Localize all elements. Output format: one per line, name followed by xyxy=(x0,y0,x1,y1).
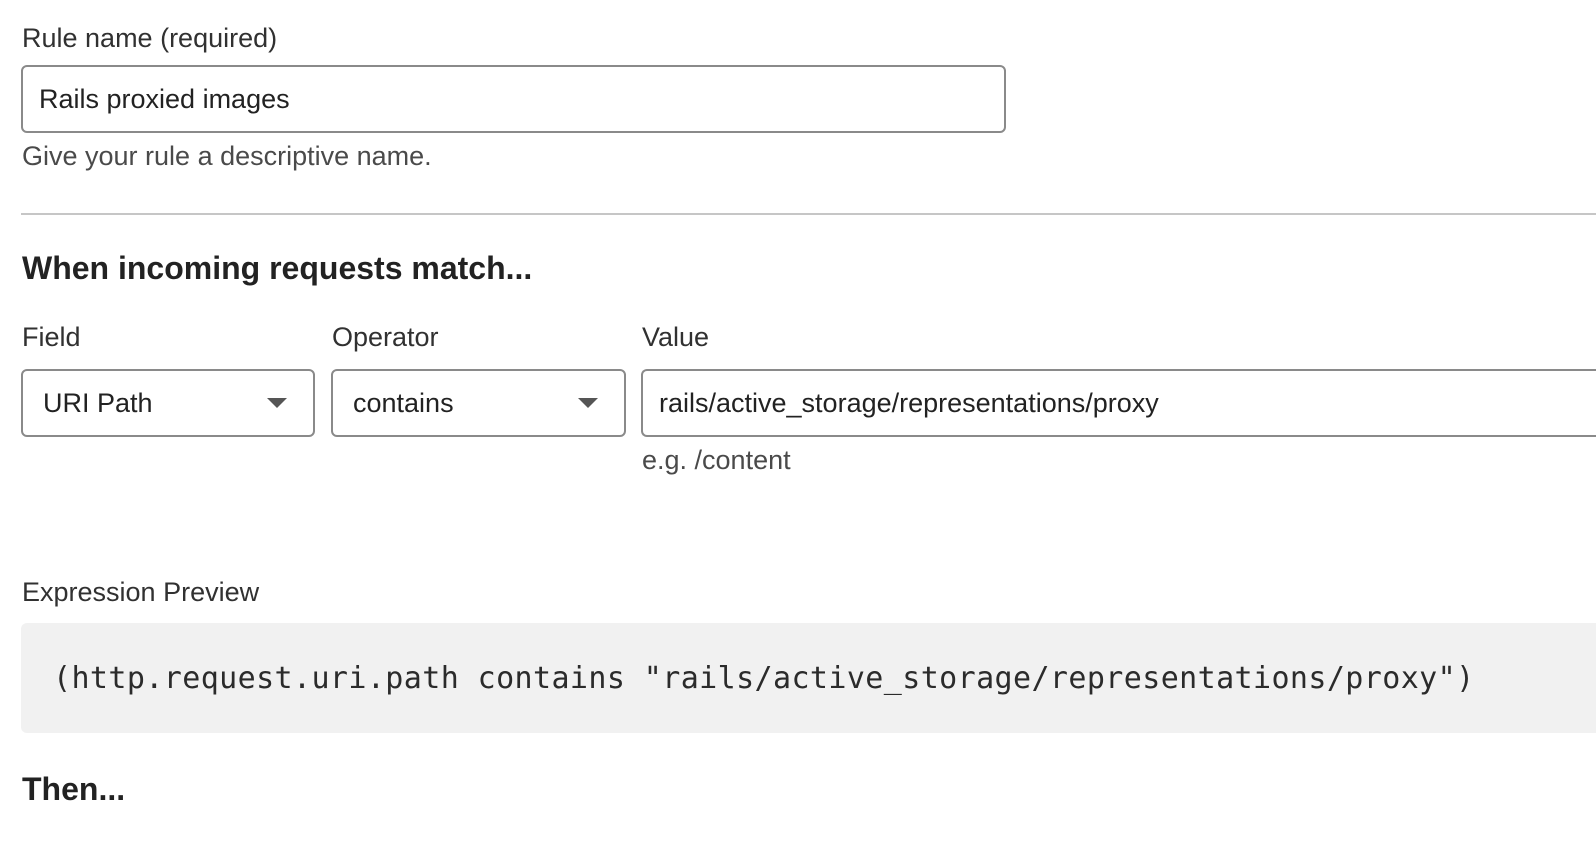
field-select[interactable]: URI Path xyxy=(21,369,315,437)
section-divider xyxy=(21,213,1596,215)
expression-preview-code: (http.request.uri.path contains "rails/a… xyxy=(53,660,1475,696)
value-label: Value xyxy=(642,322,710,352)
chevron-down-icon xyxy=(578,398,598,408)
operator-select[interactable]: contains xyxy=(331,369,626,437)
operator-select-value: contains xyxy=(353,387,454,418)
expression-preview-box: (http.request.uri.path contains "rails/a… xyxy=(21,623,1596,733)
field-label: Field xyxy=(22,322,81,352)
rule-name-input[interactable] xyxy=(21,65,1006,133)
value-help-text: e.g. /content xyxy=(642,445,791,475)
match-section-heading: When incoming requests match... xyxy=(22,250,533,286)
operator-label: Operator xyxy=(332,322,439,352)
field-select-value: URI Path xyxy=(43,387,153,418)
rule-name-label: Rule name (required) xyxy=(22,23,278,53)
value-input[interactable] xyxy=(641,369,1596,437)
rule-name-help-text: Give your rule a descriptive name. xyxy=(22,141,432,171)
then-section-heading: Then... xyxy=(22,771,126,807)
expression-preview-label: Expression Preview xyxy=(22,577,260,607)
chevron-down-icon xyxy=(267,398,287,408)
